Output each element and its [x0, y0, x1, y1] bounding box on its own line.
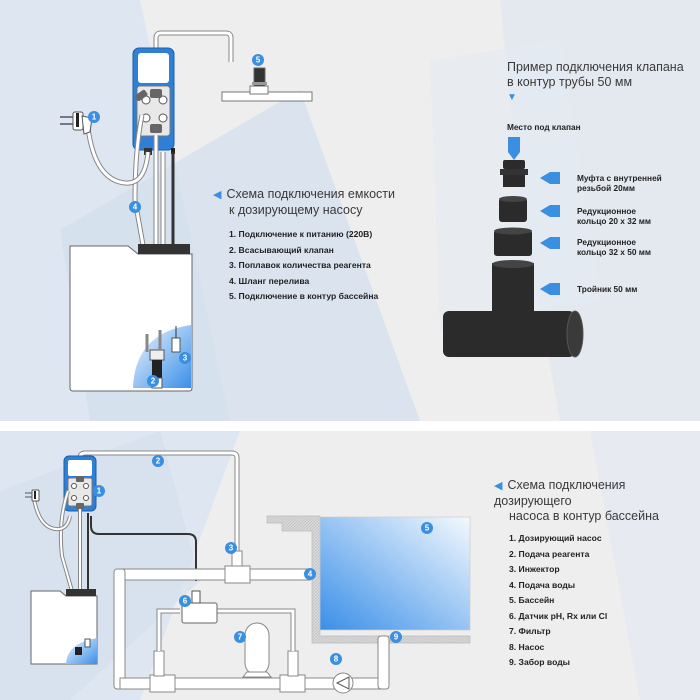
arrow-left-icon: ◀: [213, 189, 222, 201]
svg-text:3: 3: [229, 544, 234, 553]
badge-7: 7: [234, 631, 246, 643]
svg-text:7: 7: [238, 633, 243, 642]
list-item: 5. Бассейн: [509, 595, 555, 605]
reagent-tank: [69, 244, 193, 392]
section-divider: [0, 421, 700, 431]
valve-place-label: Место под клапан: [507, 122, 581, 132]
valve-example-title: Пример подключения клапана в контур труб…: [507, 60, 684, 89]
pool-connection-diagram: 1 2 3 4 5 6 7 8 9: [25, 450, 471, 694]
list-item: 1. Дозирующий насос: [509, 533, 602, 543]
reagent-tank-small: [30, 589, 98, 665]
badge-4: 4: [304, 568, 316, 580]
list-item: 8. Насос: [509, 641, 545, 652]
pool-scheme-title: ◀Схема подключения дозирующего насоса в …: [494, 478, 659, 523]
filter: [241, 622, 273, 678]
svg-text:8: 8: [334, 655, 339, 664]
tank-scheme-title: ◀Схема подключения емкости к дозирующему…: [213, 187, 395, 217]
svg-text:3: 3: [183, 354, 188, 363]
list-item: 6. Датчик pH, Rx или Cl: [509, 610, 608, 621]
badge-2: 2: [152, 455, 164, 467]
power-plug-small: [25, 489, 40, 502]
svg-text:6: 6: [183, 597, 188, 606]
badge-3: 3: [225, 542, 237, 554]
tank-scheme-caption: ◀Схема подключения емкости к дозирующему…: [213, 187, 395, 305]
dosing-pump-small: [63, 455, 97, 512]
tank-connection-diagram: 1 2 3 4 5: [60, 30, 584, 392]
svg-text:1: 1: [97, 487, 102, 496]
list-item: 4. Шланг перелива: [229, 275, 310, 286]
svg-text:1: 1: [92, 113, 97, 122]
arrow-left-icon: ◀: [494, 480, 503, 492]
circulation-pump: [332, 672, 354, 694]
svg-text:2: 2: [156, 457, 161, 466]
list-item: 1. Подключение к питанию (220В): [229, 229, 373, 239]
valve-example-caption: Пример подключения клапана в контур труб…: [507, 60, 684, 103]
pool-connection-panel: 1 2 3 4 5 6 7 8 9 ◀Схема подключения доз…: [0, 431, 700, 700]
list-item: 3. Инжектор: [509, 564, 560, 574]
valve-assembly: [443, 137, 584, 358]
list-item: 5. Подключение в контур бассейна: [229, 291, 379, 301]
badge-1: 1: [93, 485, 105, 497]
list-item: 4. Подача воды: [509, 579, 576, 590]
svg-text:4: 4: [308, 570, 313, 579]
list-item: 2. Подача реагента: [509, 548, 590, 559]
svg-text:4: 4: [133, 203, 138, 212]
svg-text:2: 2: [151, 377, 156, 386]
badge-5: 5: [252, 54, 264, 66]
badge-9: 9: [390, 631, 402, 643]
list-item: 3. Поплавок количества реагента: [229, 260, 371, 270]
list-item: 7. Фильтр: [509, 626, 551, 636]
dosing-pump: [132, 47, 175, 155]
power-plug: [60, 111, 93, 135]
svg-text:9: 9: [394, 633, 399, 642]
badge-8: 8: [330, 653, 342, 665]
pool: [266, 515, 471, 644]
list-item: 9. Забор воды: [509, 657, 571, 667]
pool-scheme-list: 1. Дозирующий насос 2. Подача реагента 3…: [494, 531, 700, 671]
pipe-tee-small: [221, 67, 313, 102]
badge-5: 5: [421, 522, 433, 534]
part-label-tee: Тройник 50 мм: [577, 284, 638, 294]
svg-text:5: 5: [256, 56, 261, 65]
list-item: 2. Всасывающий клапан: [229, 244, 334, 255]
pool-scheme-caption: ◀Схема подключения дозирующего насоса в …: [494, 478, 700, 671]
badge-2: 2: [147, 375, 159, 387]
badge-3: 3: [179, 352, 191, 364]
valve-place-arrow: [508, 137, 520, 160]
badge-1: 1: [88, 111, 100, 123]
svg-text:5: 5: [425, 524, 430, 533]
arrow-down-icon: ▼: [507, 92, 517, 103]
tank-scheme-list: 1. Подключение к питанию (220В) 2. Всасы…: [213, 227, 395, 305]
badge-6: 6: [179, 595, 191, 607]
tank-connection-panel: 1 2 3 4 5 ◀Схема подключения: [0, 0, 700, 421]
badge-4: 4: [129, 201, 141, 213]
